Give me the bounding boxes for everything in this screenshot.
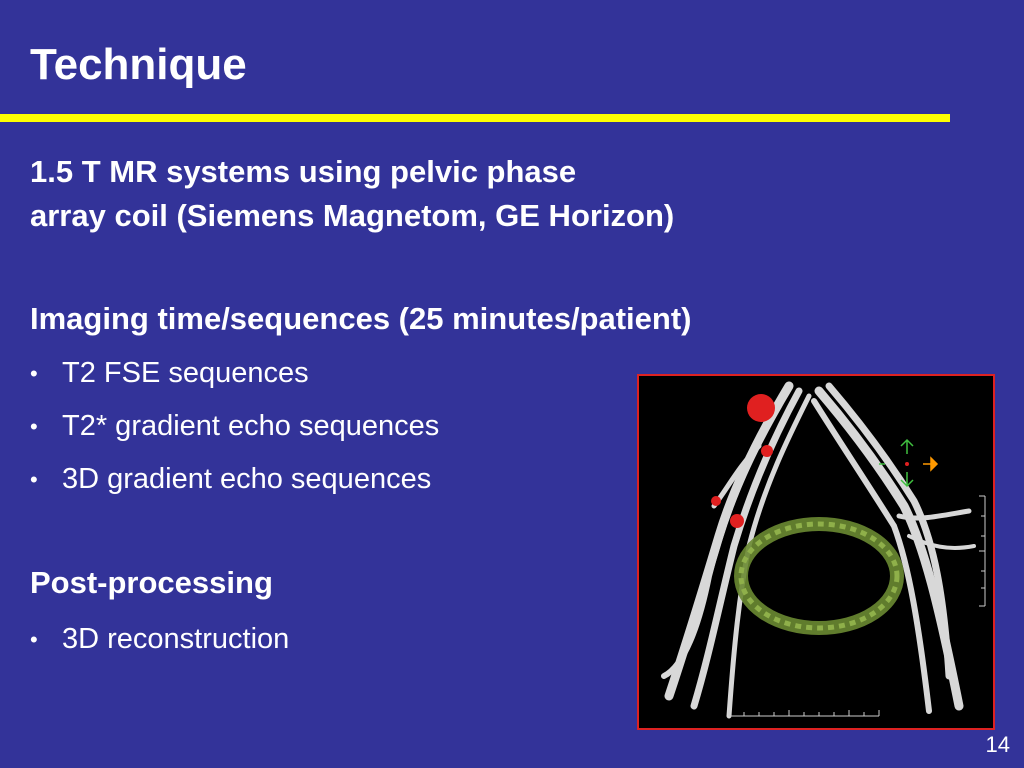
post-processing-list: • 3D reconstruction bbox=[30, 613, 289, 666]
heading-line: array coil (Siemens Magnetom, GE Horizon… bbox=[30, 198, 675, 233]
bullet-icon: • bbox=[30, 361, 38, 386]
slide-title: Technique bbox=[30, 40, 247, 89]
vessel-render-illustration bbox=[661, 381, 986, 719]
sequence-list: • T2 FSE sequences • T2* gradient echo s… bbox=[30, 347, 439, 506]
list-item: • 3D gradient echo sequences bbox=[30, 453, 439, 506]
list-item-text: 3D gradient echo sequences bbox=[62, 463, 432, 495]
section-heading-mr-systems: 1.5 T MR systems using pelvic phase arra… bbox=[30, 150, 674, 238]
title-divider bbox=[0, 114, 950, 122]
list-item: • T2* gradient echo sequences bbox=[30, 400, 439, 453]
heading-line: 1.5 T MR systems using pelvic phase bbox=[30, 154, 577, 189]
page-number: 14 bbox=[985, 732, 1010, 757]
bullet-icon: • bbox=[30, 467, 38, 492]
list-item: • T2 FSE sequences bbox=[30, 347, 439, 400]
mr-reconstruction-image bbox=[637, 374, 995, 730]
list-item-text: 3D reconstruction bbox=[62, 623, 290, 655]
list-item: • 3D reconstruction bbox=[30, 613, 289, 666]
bullet-icon: • bbox=[30, 627, 38, 652]
bullet-icon: • bbox=[30, 414, 38, 439]
section-heading-imaging-time: Imaging time/sequences (25 minutes/patie… bbox=[30, 301, 692, 336]
section-heading-post-processing: Post-processing bbox=[30, 565, 273, 600]
list-item-text: T2 FSE sequences bbox=[62, 357, 309, 389]
list-item-text: T2* gradient echo sequences bbox=[62, 410, 440, 442]
